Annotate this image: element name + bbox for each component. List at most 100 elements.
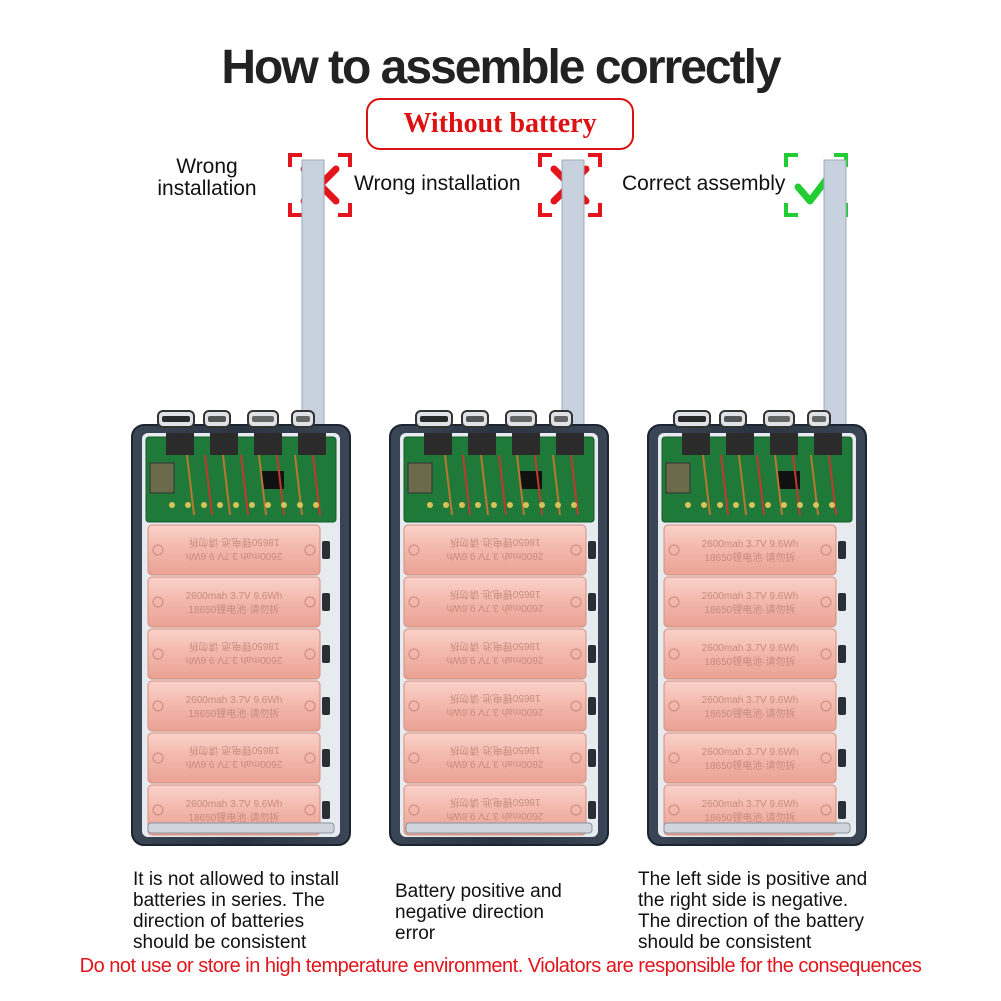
- heat-warning: Do not use or store in high temperature …: [79, 955, 922, 977]
- bottom-strip: [663, 822, 851, 834]
- wire: [720, 454, 729, 516]
- connector: [556, 433, 584, 455]
- connector: [682, 433, 710, 455]
- battery-print-line2: 18650锂电池·请勿拆: [449, 692, 540, 705]
- battery-print-line2: 18650锂电池·请勿拆: [449, 640, 540, 653]
- solder-point: [701, 502, 707, 508]
- solder-point: [539, 502, 545, 508]
- usb-port-slot: [510, 416, 532, 422]
- usb-port-slot: [466, 416, 484, 422]
- wire: [756, 454, 765, 516]
- wire: [480, 454, 489, 516]
- wire: [222, 454, 231, 516]
- battery-print-line1: 2600mah 3.7V 9.6Wh: [447, 602, 544, 613]
- battery-print-line2: 18650锂电池·请勿拆: [188, 640, 279, 653]
- polarity-mark: [152, 752, 164, 764]
- polarity-mark: [304, 544, 316, 556]
- polarity-mark: [820, 648, 832, 660]
- polarity-mark: [304, 752, 316, 764]
- desc-line: It is not allowed to install: [133, 869, 339, 890]
- battery-print-line1: 2600mah 3.7V 9.6Wh: [186, 550, 283, 561]
- polarity-mark: [304, 648, 316, 660]
- without-battery-badge: Without battery: [366, 98, 634, 150]
- contact-spring: [322, 541, 330, 559]
- battery-body: [403, 524, 587, 576]
- connector: [726, 433, 754, 455]
- polarity-mark: [820, 544, 832, 556]
- battery-print-line1: 2600mah 3.7V 9.6Wh: [186, 695, 283, 706]
- panel-1-description: It is not allowed to install batteries i…: [133, 869, 383, 953]
- bottom-strip: [405, 822, 593, 834]
- desc-line: the right side is negative.: [638, 890, 849, 911]
- pcb-board: [661, 436, 853, 523]
- wire: [702, 454, 711, 516]
- contact-spring: [322, 593, 330, 611]
- polarity-mark: [304, 596, 316, 608]
- polarity-mark: [152, 700, 164, 712]
- polarity-mark: [408, 648, 420, 660]
- solder-point: [749, 502, 755, 508]
- usb-port-slot: [296, 416, 310, 422]
- solder-point: [733, 502, 739, 508]
- solder-point: [507, 502, 513, 508]
- connector: [468, 433, 496, 455]
- battery-body: [663, 628, 837, 680]
- solder-point: [233, 502, 239, 508]
- inductor: [665, 462, 691, 494]
- panel-1-label: Wrong installation: [148, 156, 266, 200]
- battery-print-line1: 2600mah 3.7V 9.6Wh: [447, 810, 544, 821]
- polarity-mark: [408, 752, 420, 764]
- contact-spring: [838, 593, 846, 611]
- polarity-mark: [668, 752, 680, 764]
- solder-point: [169, 502, 175, 508]
- contact-spring: [838, 697, 846, 715]
- polarity-mark: [820, 596, 832, 608]
- polarity-mark: [408, 596, 420, 608]
- panel-2-label: Wrong installation: [354, 172, 521, 195]
- solder-point: [265, 502, 271, 508]
- inductor: [149, 462, 175, 494]
- battery-print-line1: 2600mah 3.7V 9.6Wh: [447, 706, 544, 717]
- battery-body: [403, 732, 587, 784]
- battery-print-line2: 18650锂电池·请勿拆: [449, 744, 540, 757]
- battery-print-line1: 2600mah 3.7V 9.6Wh: [447, 758, 544, 769]
- usb-port-slot: [554, 416, 568, 422]
- contact-spring: [838, 645, 846, 663]
- pcb-board: [145, 436, 337, 523]
- solder-point: [813, 502, 819, 508]
- wire: [738, 454, 747, 516]
- polarity-mark: [668, 648, 680, 660]
- battery-body: [663, 732, 837, 784]
- desc-line: The left side is positive and: [638, 869, 868, 890]
- solder-point: [523, 502, 529, 508]
- solder-point: [249, 502, 255, 508]
- battery-body: [663, 680, 837, 732]
- battery-body: [147, 576, 321, 628]
- polarity-mark: [152, 544, 164, 556]
- battery-print-line2: 18650锂电池·请勿拆: [188, 603, 279, 616]
- desc-line: negative direction: [395, 902, 544, 923]
- page-title: How to assemble correctly: [221, 41, 781, 94]
- ribbon-cable: [823, 159, 847, 436]
- contact-spring: [588, 541, 596, 559]
- connector: [210, 433, 238, 455]
- contact-spring: [588, 697, 596, 715]
- battery-body: [663, 576, 837, 628]
- battery-print-line1: 2600mah 3.7V 9.6Wh: [702, 695, 799, 706]
- connector: [512, 433, 540, 455]
- solder-point: [717, 502, 723, 508]
- bottom-strip: [147, 822, 335, 834]
- battery-print-line2: 18650锂电池·请勿拆: [188, 744, 279, 757]
- polarity-mark: [304, 804, 316, 816]
- polarity-mark: [668, 700, 680, 712]
- battery-print-line2: 18650锂电池·请勿拆: [188, 536, 279, 549]
- battery-print-line2: 18650锂电池·请勿拆: [704, 551, 795, 564]
- connector: [166, 433, 194, 455]
- solder-point: [459, 502, 465, 508]
- battery-body: [403, 628, 587, 680]
- battery-print-line2: 18650锂电池·请勿拆: [188, 811, 279, 824]
- desc-line: should be consistent: [133, 932, 307, 953]
